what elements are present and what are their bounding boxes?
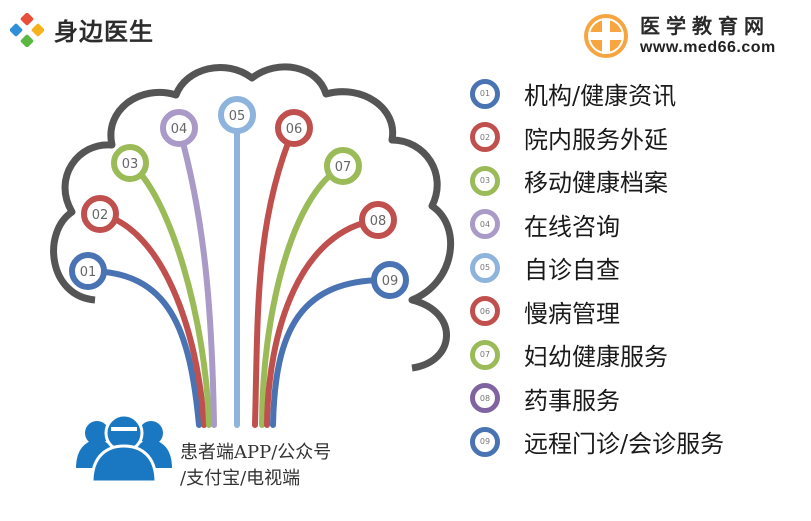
tree-branch — [259, 163, 346, 428]
service-label: 远程门诊/会诊服务 — [524, 430, 725, 459]
tree-branch — [127, 160, 212, 428]
tree-branch — [97, 211, 207, 428]
tree-branch — [85, 268, 202, 428]
tree-node-number: 08 — [370, 214, 387, 229]
tree-node-ring — [275, 109, 313, 147]
tree-node: 07 — [324, 147, 362, 185]
logo-icon — [10, 12, 44, 47]
users-icon — [76, 413, 172, 484]
tree-branch — [264, 217, 381, 428]
service-number-badge: 04 — [470, 209, 500, 240]
tree-node-ring — [359, 201, 397, 239]
tree-node: 04 — [160, 109, 198, 147]
tree-node-ring — [160, 109, 198, 147]
service-item: 08 药事服务 — [470, 377, 724, 421]
tree-node: 06 — [275, 109, 313, 147]
service-number-badge: 08 — [470, 383, 500, 414]
tree-node-number: 02 — [92, 208, 109, 223]
tree-node-number: 07 — [335, 160, 352, 175]
tree-branch — [270, 276, 393, 428]
tree-node-ring — [324, 147, 362, 185]
service-number-badge: 09 — [470, 426, 500, 457]
service-number-badge: 02 — [470, 122, 500, 153]
tree-node-ring — [69, 252, 107, 290]
brand-left: 身边医生 — [10, 12, 154, 47]
service-list: 01 机构/健康资讯 02 院内服务外延 03 移动健康档案 04 在线咨询 05 自诊自查 06 慢… — [470, 72, 724, 464]
service-item: 04 在线咨询 — [470, 203, 724, 247]
service-item: 07 妇幼健康服务 — [470, 333, 724, 377]
service-item: 06 慢病管理 — [470, 290, 724, 334]
tree-node-ring — [371, 261, 409, 299]
service-item: 05 自诊自查 — [470, 246, 724, 290]
service-item: 02 院内服务外延 — [470, 116, 724, 160]
tree-node: 08 — [359, 201, 397, 239]
brand-right-name: 医学教育网 — [640, 14, 770, 38]
service-number-badge: 05 — [470, 252, 500, 283]
brand-right: 医学教育网 www.med66.com — [582, 12, 776, 60]
service-number-badge: 06 — [470, 296, 500, 327]
tree-branch — [252, 125, 297, 428]
tree-node-ring — [111, 144, 149, 182]
brand-right-url: www.med66.com — [640, 39, 776, 56]
tree-node-number: 01 — [80, 265, 97, 280]
tree-node-number: 06 — [286, 122, 303, 137]
tree-node-number: 09 — [382, 274, 399, 289]
tree-branch — [176, 125, 217, 428]
tree-node: 05 — [218, 96, 256, 134]
tree-node: 09 — [371, 261, 409, 299]
cloud-outline — [50, 63, 455, 372]
tree-node-number: 05 — [229, 109, 246, 124]
service-item: 09 远程门诊/会诊服务 — [470, 420, 724, 464]
tree-node-ring — [218, 96, 256, 134]
caption-line-2: /支付宝/电视端 — [180, 468, 301, 489]
service-number-badge: 01 — [470, 78, 500, 109]
tree-node: 03 — [111, 144, 149, 182]
brand-left-name: 身边医生 — [54, 18, 154, 46]
service-item: 03 移动健康档案 — [470, 159, 724, 203]
service-number-badge: 03 — [470, 165, 500, 196]
service-label: 移动健康档案 — [524, 169, 668, 198]
service-label: 院内服务外延 — [524, 125, 668, 154]
service-label: 在线咨询 — [524, 212, 620, 241]
service-label: 药事服务 — [524, 386, 620, 415]
caption-line-1: 患者端APP/公众号 — [180, 442, 332, 463]
service-item: 01 机构/健康资讯 — [470, 72, 724, 116]
client-channels-caption: 患者端APP/公众号 /支付宝/电视端 — [180, 440, 331, 492]
service-label: 妇幼健康服务 — [524, 343, 668, 372]
tree-node: 01 — [69, 252, 107, 290]
tree-node-number: 03 — [122, 157, 139, 172]
tree-node-ring — [81, 195, 119, 233]
medical-cross-logo-icon — [584, 14, 628, 58]
service-label: 自诊自查 — [524, 256, 620, 285]
service-label: 机构/健康资讯 — [524, 82, 677, 111]
tree-node-number: 04 — [171, 122, 188, 137]
service-label: 慢病管理 — [524, 299, 620, 328]
tree-node: 02 — [81, 195, 119, 233]
service-number-badge: 07 — [470, 339, 500, 370]
